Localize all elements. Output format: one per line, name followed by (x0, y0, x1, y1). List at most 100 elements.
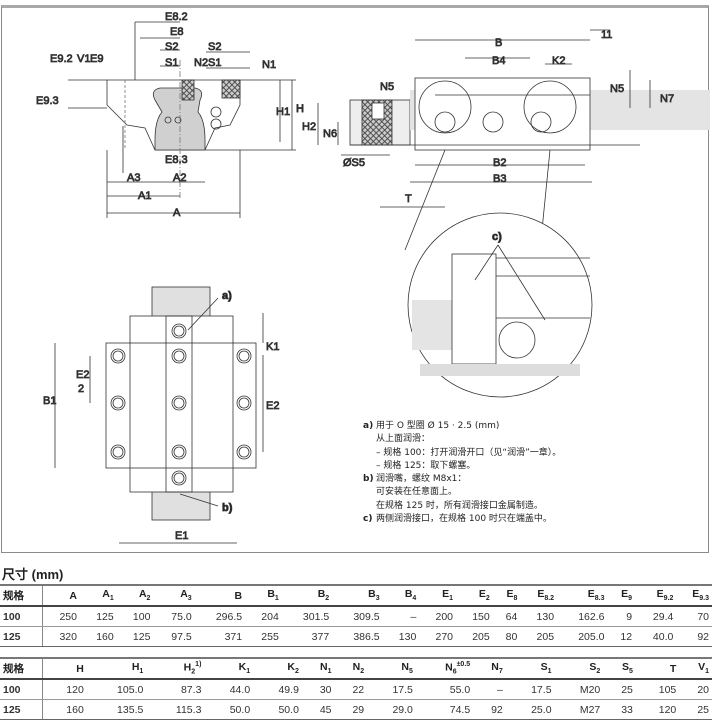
table-cell: 55.0 (415, 679, 474, 700)
table-cell: 205 (520, 626, 558, 647)
column-header: E8.2 (520, 584, 558, 607)
label: H2 (302, 121, 316, 133)
label: S2 (208, 41, 221, 53)
table-cell: 20 (679, 679, 712, 700)
table-cell: 120 (635, 699, 680, 720)
bolt-hole (171, 470, 187, 486)
table-cell: 105.0 (86, 679, 147, 700)
table-cell: – (473, 679, 506, 700)
column-header: B (194, 584, 246, 607)
table-cell: 100 (0, 606, 43, 627)
column-header: B2 (281, 584, 333, 607)
note-text: 两侧润滑接口，在规格 100 时只在端盖中。 (376, 514, 552, 525)
table-cell: 205 (456, 626, 493, 647)
bolt-hole (173, 397, 185, 409)
note-key (363, 433, 376, 446)
label: S1 (165, 57, 178, 69)
column-header: E2 (456, 584, 493, 607)
bolt-hole (110, 444, 126, 460)
table-cell: 386.5 (332, 626, 383, 647)
table-cell: M27 (554, 699, 604, 720)
column-header: A (42, 584, 80, 607)
column-header: V1 (679, 657, 712, 680)
column-header: N5 (367, 657, 416, 680)
column-header: B4 (382, 584, 420, 607)
table-cell: 320 (42, 626, 80, 647)
table-cell: 100 (0, 679, 43, 700)
table-cell: 205.0 (557, 626, 608, 647)
table-cell: 29.4 (635, 606, 677, 627)
column-header: E8 (492, 584, 521, 607)
column-header: K2 (253, 657, 302, 680)
column-header: 规格 (0, 657, 43, 680)
label: E8.2 (165, 11, 188, 23)
bolt-hole (173, 446, 185, 458)
bolt-hole (173, 472, 185, 484)
table-cell: 162.6 (557, 606, 608, 627)
table-cell: 105 (635, 679, 680, 700)
detail-labels: c) (492, 231, 503, 244)
label: E9.3 (36, 95, 59, 107)
column-header: S1 (505, 657, 555, 680)
side-view-labels: B 11 B4 K2 N5 N5 N7 H H2 N6 ØS5 B2 B3 T (296, 29, 675, 206)
label: H1 (276, 106, 290, 118)
note-key: b) (363, 474, 374, 485)
label: c) (492, 231, 502, 243)
column-header: E9.3 (676, 584, 712, 607)
bolt-hole (112, 350, 124, 362)
note-key (363, 447, 376, 460)
label: E1 (175, 530, 188, 542)
note-text: 润滑嘴，螺纹 M8x1： (376, 474, 467, 485)
note-line: – 规格 125：取下螺塞。 (363, 460, 561, 473)
label: 2 (78, 383, 84, 395)
column-header: A2 (116, 584, 154, 607)
table-cell: 29.0 (367, 699, 416, 720)
label: A2 (173, 172, 186, 184)
bolt-hole (171, 323, 187, 339)
label: B4 (492, 55, 505, 67)
label: B3 (493, 173, 506, 185)
table-cell: 125 (0, 626, 43, 647)
bolt-hole (236, 444, 252, 460)
table-cell: 50.0 (204, 699, 254, 720)
top-view-labels: a) K1 E2 2 B1 E2 b) E1 (43, 290, 280, 543)
table-cell: 92 (473, 699, 506, 720)
bolt-hole (236, 395, 252, 411)
table-cell: 255 (245, 626, 282, 647)
table-cell: 115.3 (146, 699, 205, 720)
top-view (54, 286, 264, 544)
table-cell: 17.5 (505, 679, 555, 700)
note-key: a) (363, 421, 374, 431)
note-key (363, 460, 376, 473)
front-view-labels: E8.2 E8 S2 S1 N2 S2 S1 N1 E9.2 V1 E9 E9.… (36, 11, 305, 220)
bolt-hole (173, 325, 185, 337)
label: N7 (660, 93, 674, 105)
table-cell: 17.5 (367, 679, 416, 700)
table-cell: 74.5 (415, 699, 474, 720)
column-header: A3 (153, 584, 195, 607)
dimensions-title: 尺寸 (mm) (2, 567, 64, 582)
table-cell: 250 (42, 606, 80, 627)
table-cell: 44.0 (204, 679, 254, 700)
notes: a)用于 O 型圈 Ø 15 · 2.5 (mm)从上面润滑：– 规格 100：… (363, 420, 561, 526)
table-cell: 130 (520, 606, 558, 627)
bolt-hole (238, 350, 250, 362)
label: b) (222, 502, 233, 514)
label: T (405, 193, 412, 205)
front-view (68, 21, 296, 218)
label: B2 (493, 157, 506, 169)
label: E8 (170, 26, 183, 38)
bolt-hole (112, 446, 124, 458)
table-cell: 160 (80, 626, 117, 647)
label: A (173, 207, 181, 219)
label: N5 (380, 81, 394, 93)
label: E9.2 (50, 53, 73, 65)
table-cell: 29 (334, 699, 368, 720)
note-line: a)用于 O 型圈 Ø 15 · 2.5 (mm) (363, 420, 561, 433)
bolt-hole (238, 446, 250, 458)
note-key (363, 500, 376, 513)
table-cell: 97.5 (153, 626, 195, 647)
